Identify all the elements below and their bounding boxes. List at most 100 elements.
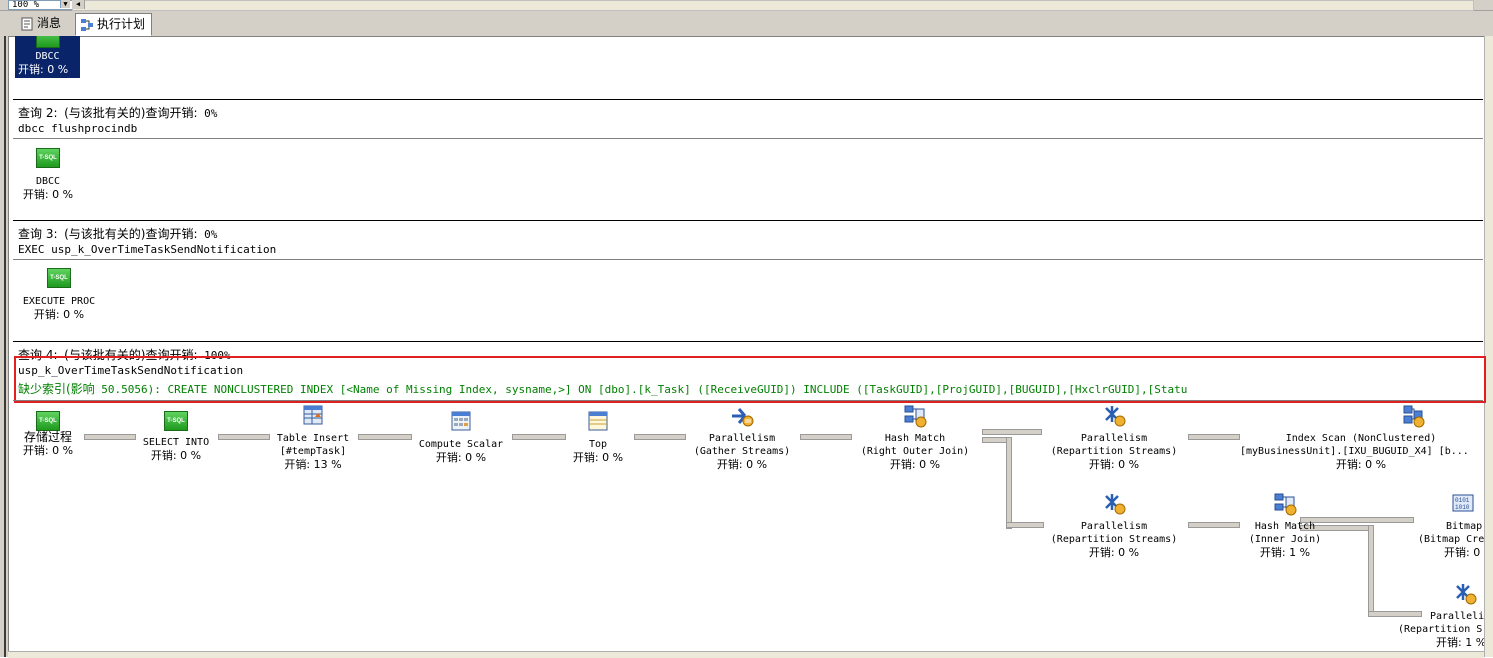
plan-node-parallelism-gather[interactable]: Parallelism (Gather Streams) 开销: 0 % bbox=[686, 404, 798, 471]
index-scan-icon bbox=[1403, 405, 1425, 428]
plan-node-bitmap[interactable]: 0101 1010 Bitmap (Bitmap Cre 开销: 0 bbox=[1414, 492, 1484, 559]
query3-sql: EXEC usp_k_OverTimeTaskSendNotification bbox=[18, 243, 277, 256]
node-cost: 开销: 0 bbox=[1444, 546, 1481, 559]
scroll-left-icon[interactable]: ◀ bbox=[72, 0, 85, 9]
flow-arrow bbox=[358, 434, 412, 440]
svg-text:0101: 0101 bbox=[1455, 497, 1470, 504]
tab-messages-label: 消息 bbox=[37, 16, 62, 30]
node-label: Hash Match bbox=[1254, 521, 1316, 532]
node-sub: [myBusinessUnit].[IXU_BUGUID_X4] [b... bbox=[1240, 446, 1469, 457]
flow-arrow bbox=[512, 434, 566, 440]
tab-strip bbox=[0, 11, 1493, 37]
plan-node-parallelism-repartition-2[interactable]: Parallelism (Repartition Streams) 开销: 0 … bbox=[1042, 492, 1186, 559]
query-divider bbox=[13, 138, 1483, 139]
query4-header: 查询 4: (与该批有关的)查询开销: 100% bbox=[18, 348, 231, 362]
tab-execution-plan[interactable]: 执行计划 bbox=[75, 13, 153, 36]
vertical-scrollbar[interactable] bbox=[1484, 36, 1493, 657]
table-insert-icon bbox=[303, 405, 323, 425]
node-label: Bitmap bbox=[1446, 521, 1483, 532]
node-label: 存储过程 bbox=[23, 430, 72, 444]
tsql-icon: T-SQL bbox=[47, 268, 71, 288]
plan-node-dbcc-selected[interactable]: DBCC 开销: 0 % bbox=[15, 36, 80, 78]
node-cost: 开销: 0 % bbox=[716, 458, 768, 471]
flow-arrow bbox=[1006, 522, 1044, 528]
flow-arrow bbox=[84, 434, 136, 440]
plan-node-execute-proc[interactable]: T-SQL EXECUTE PROC 开销: 0 % bbox=[18, 268, 100, 321]
plan-node-stored-procedure[interactable]: T-SQL 存储过程 开销: 0 % bbox=[14, 411, 82, 457]
node-cost: 开销: 0 % bbox=[33, 308, 85, 321]
hash-match-icon bbox=[1274, 493, 1297, 516]
node-cost: 开销: 0 % bbox=[150, 449, 202, 462]
bottom-scrollbar[interactable] bbox=[8, 651, 1484, 658]
messages-icon bbox=[21, 17, 33, 30]
plan-node-dbcc[interactable]: T-SQL DBCC 开销: 0 % bbox=[18, 148, 78, 201]
flow-arrow bbox=[982, 429, 1042, 435]
tab-execution-plan-label: 执行计划 bbox=[97, 17, 146, 31]
flow-connector bbox=[1368, 525, 1374, 617]
missing-index-hint[interactable]: 缺少索引(影响 50.5056): CREATE NONCLUSTERED IN… bbox=[18, 382, 1188, 396]
flow-arrow bbox=[1300, 517, 1414, 523]
query-divider bbox=[13, 400, 1483, 401]
flow-arrow bbox=[1188, 522, 1240, 528]
parallelism-repartition-icon bbox=[1456, 584, 1477, 605]
chevron-down-icon[interactable]: ▼ bbox=[60, 0, 70, 8]
tab-messages[interactable]: 消息 bbox=[16, 13, 68, 34]
query3-header: 查询 3: (与该批有关的)查询开销: 0% bbox=[18, 227, 218, 241]
tsql-icon: T-SQL bbox=[36, 148, 60, 168]
tsql-icon bbox=[35, 36, 60, 48]
node-sub: [#tempTask] bbox=[279, 446, 347, 457]
node-label: Index Scan (NonClustered) bbox=[1285, 433, 1437, 444]
node-cost: 开销: 0 % bbox=[22, 444, 74, 457]
node-label: Hash Match bbox=[884, 433, 946, 444]
node-cost: 开销: 0 % bbox=[1088, 546, 1140, 559]
node-cost: 开销: 13 % bbox=[284, 458, 342, 471]
node-sub: (Bitmap Cre bbox=[1418, 534, 1484, 545]
compute-scalar-icon bbox=[451, 411, 471, 431]
bitmap-icon: 0101 1010 bbox=[1452, 494, 1474, 512]
parallelism-repartition-icon bbox=[1105, 406, 1126, 427]
query-separator bbox=[13, 341, 1483, 342]
left-divider bbox=[4, 36, 6, 657]
flow-arrow bbox=[1188, 434, 1240, 440]
node-label: DBCC bbox=[35, 51, 60, 62]
query-separator bbox=[13, 99, 1483, 100]
node-sub: (Repartition Streams) bbox=[1050, 534, 1178, 545]
node-label: Parallelism bbox=[1080, 433, 1148, 444]
node-label: Table Insert bbox=[276, 433, 350, 444]
node-sub: (Repartition S bbox=[1398, 624, 1483, 635]
plan-node-index-scan[interactable]: Index Scan (NonClustered) [myBusinessUni… bbox=[1240, 404, 1482, 471]
plan-node-compute-scalar[interactable]: Compute Scalar 开销: 0 % bbox=[410, 410, 512, 464]
execution-plan-icon bbox=[81, 18, 93, 31]
plan-node-hash-match-right-outer[interactable]: Hash Match (Right Outer Join) 开销: 0 % bbox=[852, 404, 978, 471]
plan-node-table-insert[interactable]: Table Insert [#tempTask] 开销: 13 % bbox=[268, 404, 358, 471]
node-sub: (Inner Join) bbox=[1248, 534, 1322, 545]
node-label: SELECT INTO bbox=[142, 437, 210, 448]
query4-sql: usp_k_OverTimeTaskSendNotification bbox=[18, 364, 244, 377]
top-icon bbox=[588, 411, 608, 431]
node-cost: 开销: 0 % bbox=[572, 451, 624, 464]
node-cost: 开销: 0 % bbox=[889, 458, 941, 471]
query-divider bbox=[13, 259, 1483, 260]
node-cost: 开销: 1 % bbox=[1436, 636, 1484, 649]
horizontal-scrollbar[interactable] bbox=[72, 0, 1474, 11]
node-sub: (Repartition Streams) bbox=[1050, 446, 1178, 457]
node-label: DBCC bbox=[35, 176, 61, 187]
node-label: Parallelism bbox=[708, 433, 776, 444]
flow-arrow bbox=[634, 434, 686, 440]
node-cost: 开销: 0 % bbox=[435, 451, 487, 464]
missing-index-highlight-box bbox=[14, 356, 1486, 403]
node-label: Compute Scalar bbox=[418, 439, 504, 450]
svg-text:1010: 1010 bbox=[1455, 504, 1470, 511]
node-sub: (Gather Streams) bbox=[693, 446, 791, 457]
plan-node-parallelism-repartition[interactable]: Parallelism (Repartition Streams) 开销: 0 … bbox=[1042, 404, 1186, 471]
plan-node-hash-match-inner[interactable]: Hash Match (Inner Join) 开销: 1 % bbox=[1240, 492, 1330, 559]
node-cost: 开销: 0 % bbox=[18, 63, 69, 76]
hash-match-icon bbox=[904, 405, 927, 428]
node-label: Top bbox=[588, 439, 608, 450]
flow-connector bbox=[1006, 437, 1012, 529]
node-label: Paralleli bbox=[1430, 611, 1484, 622]
plan-node-select-into[interactable]: T-SQL SELECT INTO 开销: 0 % bbox=[136, 411, 216, 462]
flow-arrow bbox=[218, 434, 270, 440]
plan-node-parallelism-repartition-3[interactable]: Paralleli (Repartition S 开销: 1 % bbox=[1398, 582, 1484, 649]
plan-node-top[interactable]: Top 开销: 0 % bbox=[566, 410, 630, 464]
